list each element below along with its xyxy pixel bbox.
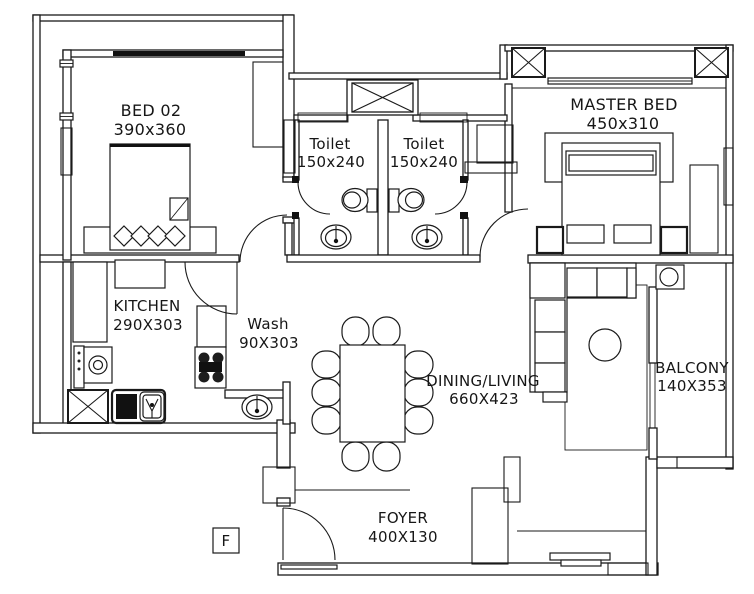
foyer-shoe-rack (471, 487, 509, 565)
sofa (529, 262, 637, 403)
bed02-label: BED 02 (121, 101, 182, 120)
chair (311, 350, 342, 379)
toilet1-door-arc (297, 181, 331, 215)
toilet2-lintel (419, 112, 468, 123)
master-door-arc (479, 208, 529, 258)
bed02-left-window (60, 127, 73, 176)
window-marks (59, 59, 693, 121)
chair (341, 316, 370, 347)
bed02-right-window (283, 119, 296, 174)
entrance-column (262, 466, 296, 504)
living-area (529, 262, 685, 451)
kitchen-label: KITCHEN (113, 297, 180, 315)
basin-toilet-2 (411, 224, 443, 250)
dining-label: DINING/LIVING (426, 372, 540, 390)
foyer-label: FOYER (378, 509, 428, 527)
master-window (723, 147, 734, 206)
master-dims: 450x310 (587, 114, 660, 133)
washing-machine (73, 345, 113, 389)
wc-toilet-1 (341, 187, 378, 213)
master-label: MASTER BED (570, 95, 677, 114)
master-wardrobe (689, 164, 719, 254)
duct-shaft (346, 79, 419, 116)
bed02-wardrobe (252, 61, 284, 148)
walls (32, 14, 734, 576)
column-master-left (511, 47, 546, 78)
foyer-details (280, 489, 646, 570)
chair (311, 406, 342, 435)
chair (372, 316, 401, 347)
side-table (655, 264, 685, 290)
wash-label: Wash (247, 315, 289, 333)
toilet1-label: Toilet (308, 135, 350, 153)
door-jambs (292, 176, 468, 219)
coffee-table (588, 328, 622, 362)
foyer-dims: 400X130 (368, 528, 438, 546)
shoe-bench (549, 552, 611, 561)
wash-basin (241, 394, 273, 420)
bedside-table-right (659, 225, 689, 255)
wc-toilet-2 (388, 187, 425, 213)
toilet1-lintel (297, 112, 349, 123)
toilet2-door-arc (434, 181, 468, 215)
entrance-door-arc (282, 507, 336, 561)
basin-toilet-1 (320, 224, 352, 250)
bed02-dims: 390x360 (114, 120, 187, 139)
chair (341, 441, 370, 472)
foyer-column (503, 456, 521, 503)
foyer-door-marker: F (212, 527, 240, 554)
dining-table (339, 344, 406, 443)
master-double-bed (535, 132, 689, 256)
bed02-door-arc (239, 214, 288, 263)
kitchen-counter (72, 261, 108, 343)
column-master-right (694, 47, 729, 78)
chair (403, 406, 434, 435)
rug (564, 284, 648, 451)
dining-table-set (311, 316, 434, 472)
entrance-threshold (280, 564, 338, 570)
dining-dims: 660X423 (449, 390, 519, 408)
wardrobes-and-shafts (252, 61, 719, 565)
chair (311, 378, 342, 407)
room-labels: BED 02 390x360 Toilet 150x240 Toilet 150… (113, 95, 729, 546)
toilet1-dims: 150x240 (297, 153, 365, 171)
kitchen-door-arc (184, 261, 238, 315)
kitchen-sink (110, 388, 167, 425)
window-hatch-areas (60, 119, 734, 576)
bed02-double-bed (83, 143, 217, 254)
balcony-dims: 140X353 (657, 377, 727, 395)
bottom-wall-column (607, 562, 649, 576)
doors (184, 181, 529, 561)
kitchen-shaft (67, 389, 109, 424)
foyer-door-marker-text: F (222, 532, 231, 550)
balcony-wall-hatch (676, 456, 734, 469)
balcony-label: BALCONY (655, 359, 729, 377)
toilet2-dims: 150x240 (390, 153, 458, 171)
bedside-table-left (535, 225, 565, 255)
chair (372, 441, 401, 472)
stove (194, 305, 227, 389)
hall-shaft (476, 124, 514, 164)
hall-wall-hatch (464, 161, 518, 174)
toilet2-label: Toilet (402, 135, 444, 153)
kitchen-dims: 290X303 (113, 316, 183, 334)
wash-dims: 90X303 (239, 334, 299, 352)
refrigerator (114, 259, 166, 289)
